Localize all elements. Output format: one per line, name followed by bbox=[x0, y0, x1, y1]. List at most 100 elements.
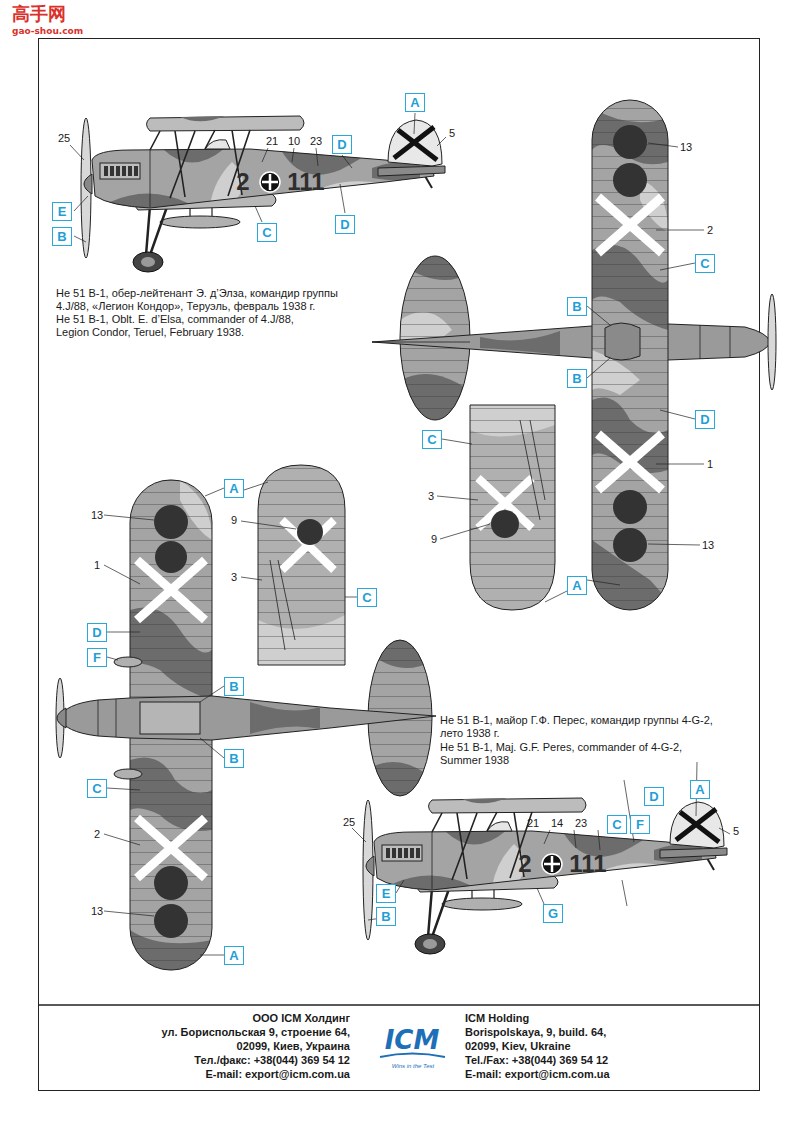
underside-view bbox=[98, 699, 116, 737]
underside-view bbox=[140, 702, 200, 734]
color-callout-box: E bbox=[52, 202, 72, 221]
fuselage-code: 111 bbox=[287, 168, 324, 196]
color-code-letter: G bbox=[548, 906, 558, 921]
color-code-letter: A bbox=[410, 95, 419, 110]
footer-address: 02099, Киев, Украина bbox=[237, 1040, 350, 1052]
color-callout-box: C bbox=[607, 815, 627, 834]
underside-view bbox=[114, 657, 142, 667]
callout-number: 5 bbox=[733, 825, 739, 837]
side-profile bbox=[100, 163, 140, 179]
callout-number: 25 bbox=[58, 132, 70, 144]
color-callout-box: F bbox=[87, 648, 107, 667]
top-view bbox=[372, 100, 776, 615]
underside-view bbox=[258, 465, 345, 665]
callout-number: 23 bbox=[575, 817, 587, 829]
underside-view bbox=[250, 702, 320, 734]
callout-number: 5 bbox=[449, 127, 455, 139]
top-view bbox=[491, 510, 519, 538]
top-view bbox=[520, 420, 545, 520]
fuselage-code: 2 bbox=[236, 168, 249, 196]
color-callout-box: B bbox=[224, 677, 244, 696]
footer-address: ООО ICM Холдинг bbox=[252, 1012, 350, 1024]
callout-number: 21 bbox=[266, 135, 278, 147]
underside-view bbox=[297, 519, 323, 545]
top-view bbox=[372, 324, 770, 360]
color-code-letter: E bbox=[58, 204, 67, 219]
color-callout-box: A bbox=[224, 946, 244, 965]
side-profile bbox=[260, 172, 280, 192]
color-callout-box: E bbox=[376, 884, 396, 903]
top-view bbox=[470, 405, 555, 610]
fuselage-code: 111 bbox=[569, 850, 606, 878]
color-code-letter: C bbox=[427, 432, 436, 447]
color-code-letter: C bbox=[362, 590, 371, 605]
underside-view bbox=[130, 480, 212, 970]
footer-address: ICM Holding bbox=[465, 1012, 529, 1024]
color-callout-box: D bbox=[644, 787, 664, 806]
fuselage-code: 2 bbox=[518, 850, 531, 878]
side-profile bbox=[104, 166, 138, 176]
color-code-letter: E bbox=[382, 886, 391, 901]
side-profile bbox=[262, 174, 278, 190]
top-view bbox=[613, 125, 647, 159]
callout-number: 14 bbox=[551, 817, 563, 829]
callout-number: 13 bbox=[702, 539, 714, 551]
callout-number: 2 bbox=[94, 828, 100, 840]
callout-number: 3 bbox=[231, 571, 237, 583]
underside-view bbox=[130, 480, 212, 970]
color-code-letter: F bbox=[93, 650, 101, 665]
caption-line: Legion Condor, Teruel, February 1938. bbox=[56, 326, 244, 338]
top-view bbox=[613, 528, 647, 562]
top-view bbox=[613, 163, 647, 197]
side-profile bbox=[160, 216, 240, 228]
underside-view bbox=[154, 505, 188, 539]
color-code-letter: B bbox=[229, 679, 238, 694]
top-view bbox=[592, 100, 668, 610]
underside-view bbox=[282, 520, 334, 570]
leader-line bbox=[70, 113, 730, 955]
side-profile bbox=[116, 166, 120, 176]
color-code-letter: F bbox=[636, 817, 644, 832]
color-callout-box: A bbox=[690, 780, 710, 799]
color-code-letter: A bbox=[229, 948, 238, 963]
top-view bbox=[605, 323, 640, 360]
side-profile bbox=[110, 166, 114, 176]
color-callout-box: B bbox=[567, 297, 587, 316]
color-code-letter: B bbox=[572, 371, 581, 386]
side-profile bbox=[92, 149, 434, 208]
caption-line: He 51 B-1, майор Г.Ф. Перес, командир гр… bbox=[440, 714, 713, 726]
callout-number: 13 bbox=[680, 141, 692, 153]
callout-number: 10 bbox=[288, 135, 300, 147]
side-profile bbox=[146, 204, 168, 255]
color-callout-box: C bbox=[257, 223, 277, 242]
side-profile bbox=[100, 146, 420, 215]
color-callout-box: D bbox=[695, 410, 715, 429]
caption-line: Summer 1938 bbox=[440, 754, 509, 766]
color-code-letter: B bbox=[381, 909, 390, 924]
footer-address: Borispolskaya, 9, build. 64, bbox=[465, 1026, 606, 1038]
top-view bbox=[613, 490, 647, 524]
side-profile bbox=[394, 127, 437, 160]
top-view bbox=[598, 197, 662, 490]
color-code-letter: A bbox=[695, 782, 704, 797]
top-view bbox=[470, 405, 555, 610]
side-profile bbox=[100, 193, 190, 215]
color-code-letter: D bbox=[337, 137, 346, 152]
page-frame bbox=[39, 39, 760, 1091]
callout-number: 1 bbox=[707, 458, 713, 470]
color-callout-box: C bbox=[695, 254, 715, 273]
side-profile bbox=[150, 130, 250, 198]
underside-view bbox=[114, 769, 142, 779]
footer-address: 02099, Kiev, Ukraine bbox=[465, 1040, 571, 1052]
color-callout-box: D bbox=[332, 135, 352, 154]
side-profile bbox=[363, 798, 727, 954]
footer-address: Тел./факс: +38(044) 369 54 12 bbox=[194, 1054, 350, 1066]
color-callout-box: A bbox=[224, 479, 244, 498]
side-profile bbox=[81, 116, 445, 272]
color-callout-box: C bbox=[422, 430, 442, 449]
leader-line bbox=[104, 482, 357, 955]
side-profile bbox=[141, 257, 155, 267]
